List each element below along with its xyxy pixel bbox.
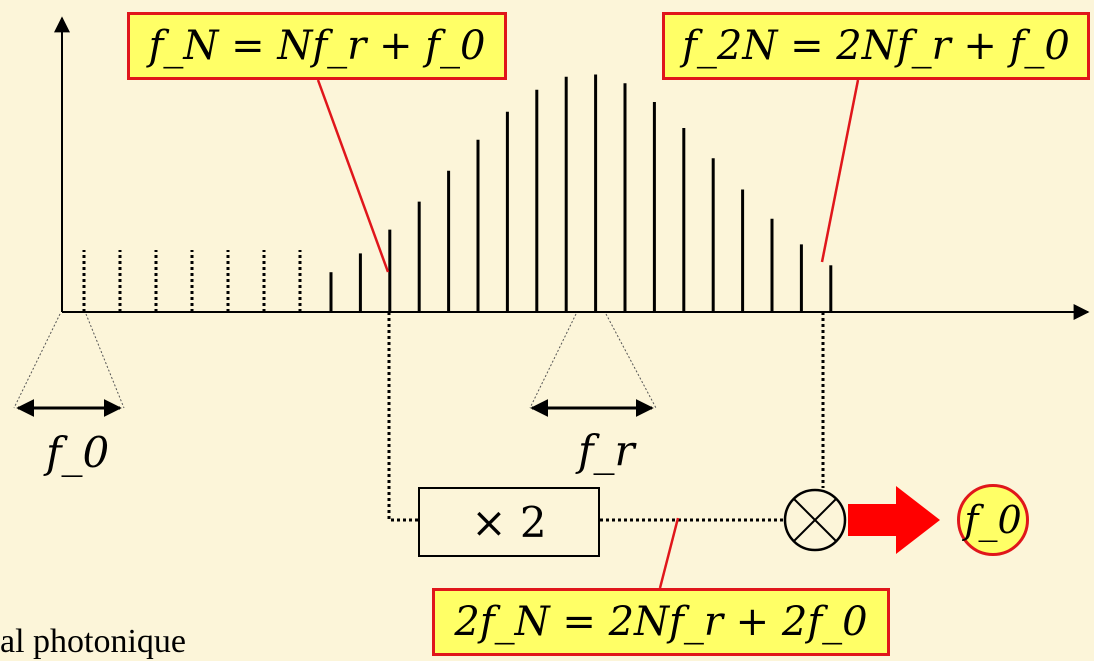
twofN-callout-line <box>658 517 680 589</box>
output-arrow-right-icon <box>848 486 940 554</box>
fN-to-doubler-path <box>387 312 418 522</box>
main-comb-lines <box>329 74 833 312</box>
offset-comb-lines <box>82 250 302 312</box>
f0-bracket-left <box>13 313 61 409</box>
twofN-label: 2f_N = 2Nf_r + 2f_0 <box>432 588 890 656</box>
f2N-label: f_2N = 2Nf_r + f_0 <box>662 12 1090 80</box>
f0-output-label: f_0 <box>957 484 1029 556</box>
footer-caption: al photonique <box>0 623 187 660</box>
mixer-circled-times-icon <box>783 488 847 552</box>
f0-bracket-right <box>85 313 125 409</box>
fr-bracket-left <box>529 313 577 409</box>
frequency-doubler-box: × 2 <box>418 487 600 557</box>
fr-axis-label: f_r <box>578 426 635 475</box>
frequency-doubler-label: × 2 <box>471 497 547 547</box>
fr-bracket-right <box>605 313 657 409</box>
f0-axis-label: f_0 <box>46 428 110 477</box>
fN-callout-line <box>316 79 390 273</box>
fN-label: f_N = Nf_r + f_0 <box>127 12 507 80</box>
f0-output-text: f_0 <box>964 498 1022 542</box>
f2N-callout-line <box>820 79 860 263</box>
